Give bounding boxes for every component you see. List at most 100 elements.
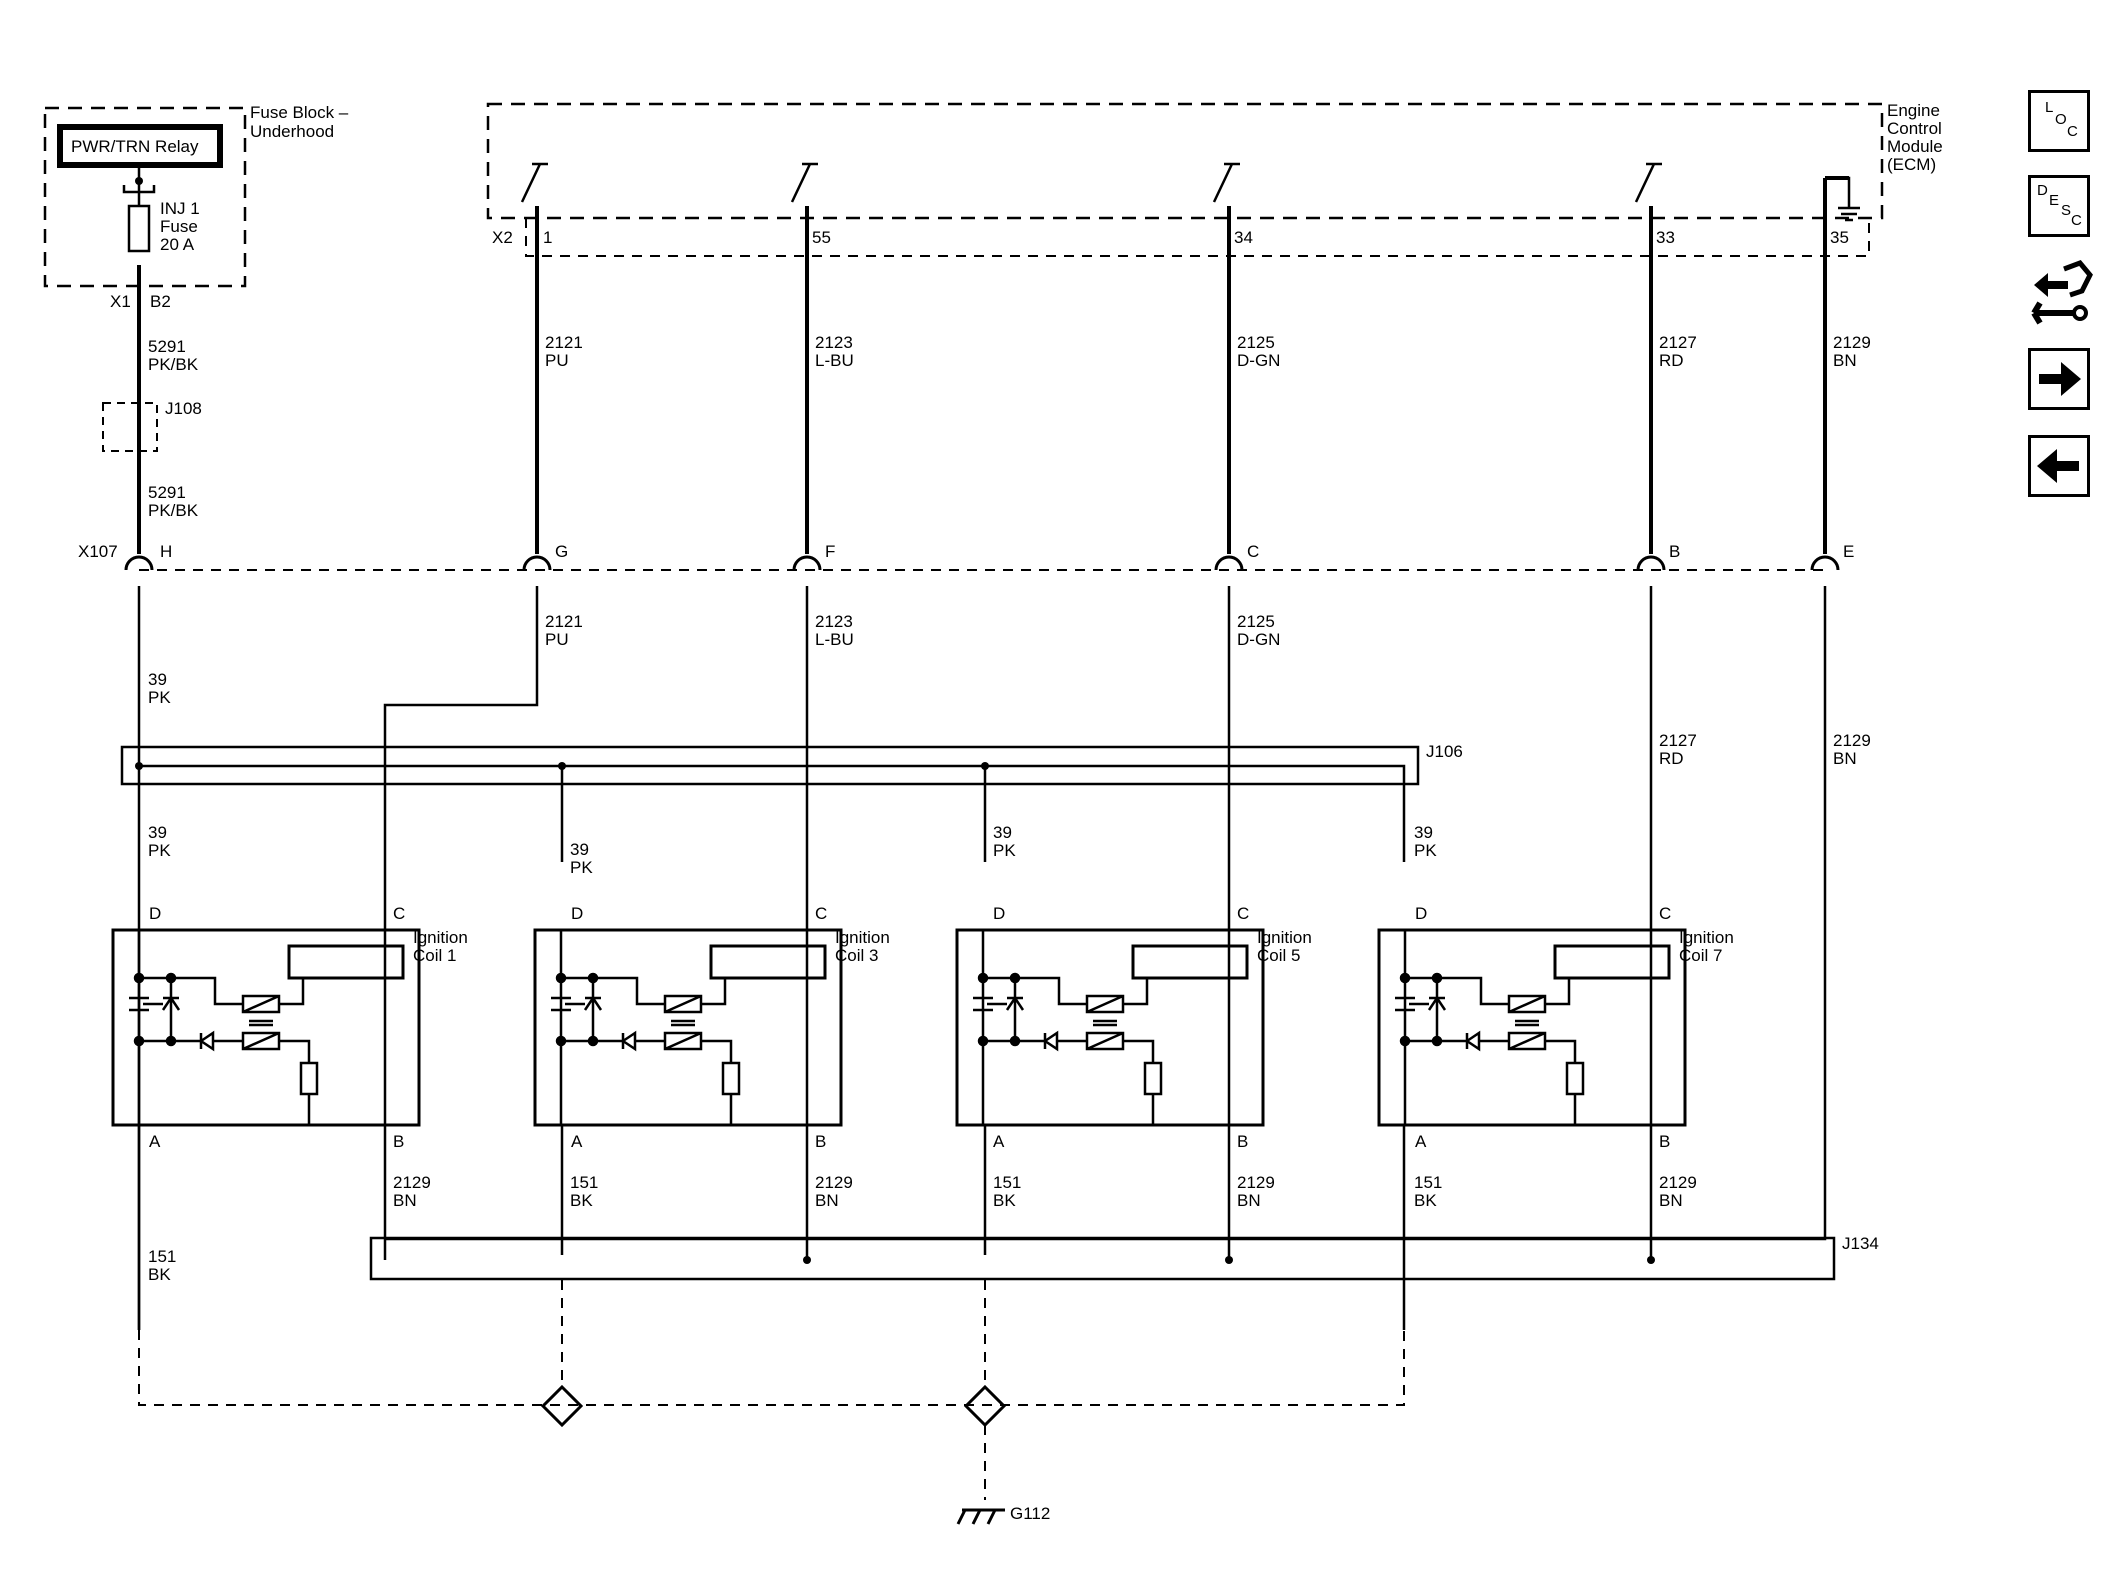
junction-dot: [587, 972, 599, 984]
coil-1-box: [111, 928, 421, 1127]
x107-pin-f: F: [825, 542, 835, 561]
gnd-circuit-c5: 151: [993, 1173, 1021, 1192]
wire-top-circuit-2: 2123: [815, 333, 853, 352]
junction-dot: [555, 1035, 567, 1047]
supply-circuit-2: 5291: [148, 483, 186, 502]
wire-mid-color-3: D-GN: [1237, 630, 1280, 649]
coil-internals: [129, 930, 1671, 1125]
x107-pin-c: C: [1247, 542, 1259, 561]
coil-pin-a: A: [571, 1132, 583, 1151]
coil-pin-b: B: [815, 1132, 826, 1151]
splice-j134: [369, 1236, 1836, 1281]
gnd-circuit-c7: 151: [1414, 1173, 1442, 1192]
supply-color-2: PK/BK: [148, 501, 199, 520]
junction-dot: [1009, 972, 1021, 984]
coil-5-circuit: [973, 930, 1231, 1125]
coil-pin-d: D: [1415, 904, 1427, 923]
coil-pin-c: C: [815, 904, 827, 923]
fuse-rating: 20 A: [160, 235, 195, 254]
supply-color-1: PK/BK: [148, 355, 199, 374]
ground-network: [138, 1280, 1405, 1500]
coil-7-driver-box: [1553, 944, 1671, 980]
gnd-circuit-c1: 151: [148, 1247, 176, 1266]
ecm-switch-34: [1212, 162, 1240, 203]
coil-3-driver-box: [709, 944, 827, 980]
wire-mid-color-2: L-BU: [815, 630, 854, 649]
ecm-switch-1: [520, 162, 548, 203]
pk-circuit-c5: 39: [993, 823, 1012, 842]
fuse-connect: [122, 165, 156, 206]
pk-color-c7: PK: [1414, 841, 1437, 860]
coil-pin-c: C: [1659, 904, 1671, 923]
arrow-right-icon: [2039, 362, 2081, 396]
bn-color-c1: BN: [393, 1191, 417, 1210]
ecm-pin-34: 34: [1234, 228, 1253, 247]
coil-name-line2: Coil 1: [413, 946, 456, 965]
coil-pin-b: B: [1659, 1132, 1670, 1151]
fuse-name: INJ 1: [160, 199, 200, 218]
arrow-left-icon: [2037, 449, 2079, 483]
ecm-title-4: (ECM): [1887, 155, 1936, 174]
x107-name: X107: [78, 542, 118, 561]
splice-j134-label: J134: [1842, 1234, 1879, 1253]
gnd-color-c1: BK: [148, 1265, 171, 1284]
splice-j108-box: [102, 402, 158, 452]
desc-d: D: [2037, 182, 2048, 199]
x107-pin-b: B: [1669, 542, 1680, 561]
coil-name-line2: Coil 7: [1679, 946, 1722, 965]
coil-name-line1: Ignition: [413, 928, 468, 947]
wire-top-color-4: RD: [1659, 351, 1684, 370]
coil-name-line2: Coil 5: [1257, 946, 1300, 965]
wire-mid-circuit-3: 2125: [1237, 612, 1275, 631]
x107-pin-g: G: [555, 542, 568, 561]
wire-top-color-2: L-BU: [815, 351, 854, 370]
j106-bus: [139, 764, 1406, 862]
pk-circuit-c1: 39: [148, 823, 167, 842]
fuse-pin: B2: [150, 292, 171, 311]
description-button[interactable]: D E S C: [2028, 175, 2090, 237]
coil-pin-b: B: [393, 1132, 404, 1151]
coil-pin-b: B: [1237, 1132, 1248, 1151]
wire-top-color-3: D-GN: [1237, 351, 1280, 370]
junction-dot: [1009, 1035, 1021, 1047]
ecm-title-2: Control: [1887, 119, 1942, 138]
coil-name-line1: Ignition: [1257, 928, 1312, 947]
loc-l: L: [2045, 99, 2054, 116]
bn-color-c5: BN: [1237, 1191, 1261, 1210]
coil-7-circuit: [1395, 930, 1653, 1125]
wire-2129-mid: [385, 586, 1827, 1241]
wire-2121-mid: [383, 586, 539, 931]
fuse-block-title-2: Underhood: [250, 122, 334, 141]
j106-taps: [560, 766, 987, 862]
coil-pin-d: D: [993, 904, 1005, 923]
coil-pin-a: A: [1415, 1132, 1427, 1151]
wire-top-circuit-1: 2121: [545, 333, 583, 352]
coil-1-driver-box: [287, 944, 405, 980]
junction-dot: [977, 972, 989, 984]
loc-o: O: [2055, 111, 2067, 128]
wire-mid-circuit-5: 2129: [1833, 731, 1871, 750]
next-page-button[interactable]: [2028, 348, 2090, 410]
wire-2129-b: [383, 1125, 1653, 1260]
pk-circuit-c7: 39: [1414, 823, 1433, 842]
x107-pin-h: H: [160, 542, 172, 561]
location-button[interactable]: L O C: [2028, 90, 2090, 152]
relay-label: PWR/TRN Relay: [71, 137, 199, 156]
splice-j108: J108: [165, 399, 202, 418]
ecm-switch-33: [1634, 162, 1662, 203]
coil-pin-d: D: [571, 904, 583, 923]
ecm-connector-box: [525, 218, 1870, 257]
coil-3-box: [533, 928, 843, 1127]
previous-page-button[interactable]: [2028, 435, 2090, 497]
pk-circuit-x107: 39: [148, 670, 167, 689]
wire-mid-color-1: PU: [545, 630, 569, 649]
ecm-title-3: Module: [1887, 137, 1943, 156]
ground-label: G112: [1010, 1504, 1050, 1523]
connector-wrench-icon[interactable]: [2028, 255, 2094, 335]
loc-c: C: [2067, 123, 2078, 140]
coil-name-line2: Coil 3: [835, 946, 878, 965]
junction-dot: [1431, 1035, 1443, 1047]
gnd-color-c5: BK: [993, 1191, 1016, 1210]
gnd-circuit-c3: 151: [570, 1173, 598, 1192]
coil-pin-d: D: [149, 904, 161, 923]
